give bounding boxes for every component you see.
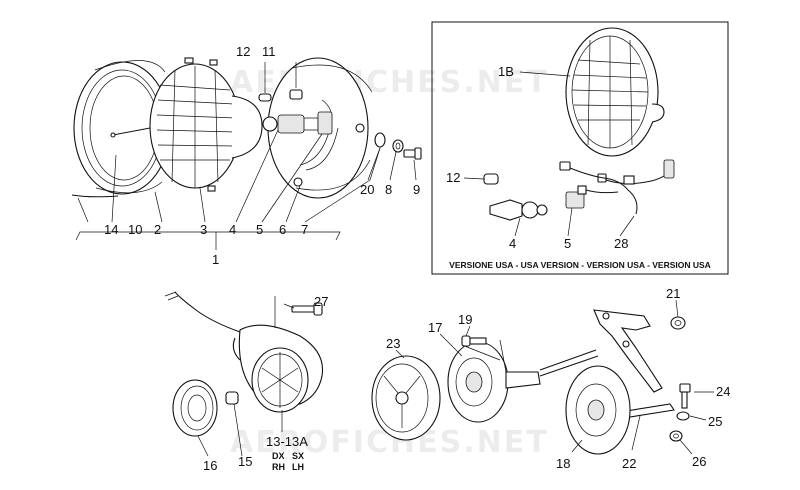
indicator-body bbox=[232, 324, 324, 413]
label-7: 7 bbox=[301, 222, 308, 237]
label-19: 19 bbox=[458, 312, 472, 327]
usa-bulb-socket bbox=[565, 185, 587, 209]
inset-label-12: 12 bbox=[446, 170, 460, 185]
side-rh: RH bbox=[272, 462, 285, 472]
headlamp-assembly: 12 11 14 10 2 3 4 5 6 7 20 8 9 1 bbox=[71, 44, 422, 267]
inset-caption: VERSIONE USA - USA VERSION - VERSION USA… bbox=[449, 260, 711, 270]
label-11: 11 bbox=[262, 44, 276, 59]
label-5: 5 bbox=[256, 222, 263, 237]
label-20: 20 bbox=[360, 182, 374, 197]
indicator-assembly: 27 16 15 13-13A DX SX RH LH bbox=[164, 291, 328, 473]
horn-18 bbox=[565, 365, 631, 455]
headlamp-lens bbox=[149, 57, 241, 192]
label-8: 8 bbox=[385, 182, 392, 197]
side-dx: DX bbox=[272, 451, 285, 461]
bolt-9 bbox=[403, 147, 422, 160]
nut-21 bbox=[670, 316, 686, 330]
label-16: 16 bbox=[203, 458, 217, 473]
usa-headlamp bbox=[565, 27, 665, 157]
headlamp-leaders bbox=[75, 62, 417, 250]
horn-assembly: 23 17 19 21 24 25 26 18 22 bbox=[371, 286, 730, 471]
label-10: 10 bbox=[128, 222, 142, 237]
label-6: 6 bbox=[279, 222, 286, 237]
label-24: 24 bbox=[716, 384, 730, 399]
horn-17 bbox=[447, 341, 541, 423]
headlamp-rim bbox=[73, 60, 171, 195]
indicator-lens bbox=[172, 379, 218, 437]
side-lh: LH bbox=[292, 462, 304, 472]
screw-27 bbox=[291, 302, 323, 316]
label-22: 22 bbox=[622, 456, 636, 471]
label-17: 17 bbox=[428, 320, 442, 335]
label-27: 27 bbox=[314, 294, 328, 309]
headlamp-wire bbox=[71, 194, 119, 198]
indicator-bulb bbox=[225, 391, 239, 405]
inset-label-5: 5 bbox=[564, 236, 571, 251]
label-23: 23 bbox=[386, 336, 400, 351]
bulb-socket bbox=[317, 111, 333, 135]
reflector-neck bbox=[231, 95, 263, 159]
screw-19 bbox=[461, 335, 487, 347]
bolt-24 bbox=[679, 383, 691, 409]
usa-version-inset: 1B 12 4 5 28 VERSIONE USA - USA VERSION … bbox=[431, 21, 729, 275]
rim-screw bbox=[112, 127, 151, 136]
label-18: 18 bbox=[556, 456, 570, 471]
label-1: 1 bbox=[212, 252, 219, 267]
washer-25 bbox=[676, 411, 690, 421]
label-2: 2 bbox=[154, 222, 161, 237]
indicator-leaders bbox=[197, 296, 295, 457]
side-sx: SX bbox=[292, 451, 304, 461]
washer-20 bbox=[374, 132, 386, 148]
inset-label-28: 28 bbox=[614, 236, 628, 251]
horn-bracket bbox=[539, 309, 675, 419]
usa-parking-bulb bbox=[483, 173, 499, 185]
parking-bulb-holder bbox=[289, 89, 303, 100]
horn-leaders bbox=[395, 299, 714, 455]
inset-leaders bbox=[463, 71, 635, 237]
label-3: 3 bbox=[200, 222, 207, 237]
label-9: 9 bbox=[413, 182, 420, 197]
indicator-wire bbox=[174, 291, 241, 333]
label-4: 4 bbox=[229, 222, 236, 237]
headlamp-bulb bbox=[262, 114, 319, 134]
usa-headlamp-bulb bbox=[489, 199, 548, 221]
label-14: 14 bbox=[104, 222, 118, 237]
nut-8 bbox=[392, 139, 404, 153]
label-12: 12 bbox=[236, 44, 250, 59]
parking-bulb bbox=[258, 93, 272, 102]
label-13-13A: 13-13A bbox=[266, 434, 308, 449]
inset-label-1B: 1B bbox=[498, 64, 514, 79]
usa-wiring-harness bbox=[559, 159, 675, 215]
inset-label-4: 4 bbox=[509, 236, 516, 251]
inset-frame bbox=[431, 21, 729, 275]
label-15: 15 bbox=[238, 454, 252, 469]
nut-26 bbox=[669, 430, 683, 442]
label-21: 21 bbox=[666, 286, 680, 301]
horn-cover bbox=[371, 355, 441, 441]
label-25: 25 bbox=[708, 414, 722, 429]
label-26: 26 bbox=[692, 454, 706, 469]
